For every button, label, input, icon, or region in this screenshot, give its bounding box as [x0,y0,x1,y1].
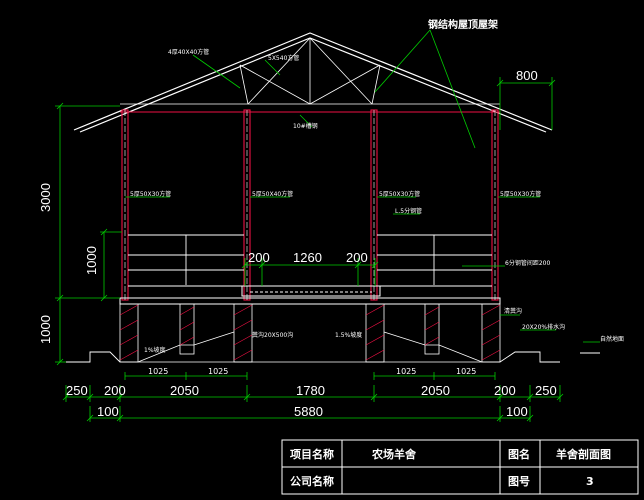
callout-post-left: 5厚50X30方管 [130,190,171,198]
callout-drain: 20X20%排水沟 [522,323,565,331]
title-drawing-no-label: 图号 [508,475,530,488]
floor-platform [119,285,501,305]
callout-tie: 10#槽钢 [293,122,318,130]
dim-aisle-center: 1260 [293,250,322,265]
callout-ground: 自然地面 [600,335,624,343]
callout-ramp: 1%坡度 [144,346,166,354]
dim-200-right: 200 [494,383,516,398]
dim-1025-d: 1025 [456,367,476,376]
callout-pit: 粪沟20X500沟 [252,331,293,339]
callout-post-mid: 5厚50X40方管 [252,190,293,198]
callout-floor-slope: 1.5%坡度 [335,331,362,339]
title-project-label: 项目名称 [290,447,334,461]
ground-line [66,351,600,363]
foundation-hatch [119,304,501,361]
callout-trough: 清粪沟 [504,307,522,315]
title-company-label: 公司名称 [290,474,334,488]
callout-steel-truss: 钢结构屋顶屋架 [428,18,498,31]
roof [73,32,553,133]
title-project-value: 农场羊舍 [371,447,417,461]
dim-2050-right: 2050 [421,383,450,398]
title-drawing-name-value: 羊舍剖面图 [556,447,611,461]
dim-100-right: 100 [506,404,528,419]
dim-1025-b: 1025 [208,367,228,376]
dim-250-right: 250 [535,383,557,398]
dim-250-left: 250 [66,383,88,398]
title-drawing-name-label: 图名 [508,447,530,461]
callout-floor-pipe: 6分钢管间距200 [505,259,550,267]
posts [121,109,499,301]
dim-total-height: 3000 [38,183,53,212]
dimension-lines [55,77,564,422]
dim-aisle-right: 200 [346,250,368,265]
dim-2050-left: 2050 [170,383,199,398]
post-centerlines [124,110,496,300]
title-drawing-no-value: 3 [586,475,594,488]
dim-200-left: 200 [104,383,126,398]
callout-rafter: 5X540方管 [268,54,299,62]
callout-post-right2: 5厚50X30方管 [500,190,541,198]
callout-purlin: 4厚40X40方管 [168,48,209,56]
roof-truss [239,37,381,105]
callout-leaders [125,29,600,343]
dim-1025-c: 1025 [396,367,416,376]
dim-1025-a: 1025 [148,367,168,376]
title-block [281,439,639,495]
dim-aisle-left: 200 [248,250,270,265]
dim-100-left: 100 [97,404,119,419]
callout-rail-pipe: L.5分钢管 [395,207,422,215]
dim-base-height: 1000 [38,315,53,344]
foundations [119,303,501,363]
callout-post-right1: 5厚50X30方管 [379,190,420,198]
dim-rail-height: 1000 [84,246,99,275]
dim-eave: 800 [516,68,538,83]
railings [128,234,492,287]
dim-1780: 1780 [296,383,325,398]
dim-5880: 5880 [294,404,323,419]
